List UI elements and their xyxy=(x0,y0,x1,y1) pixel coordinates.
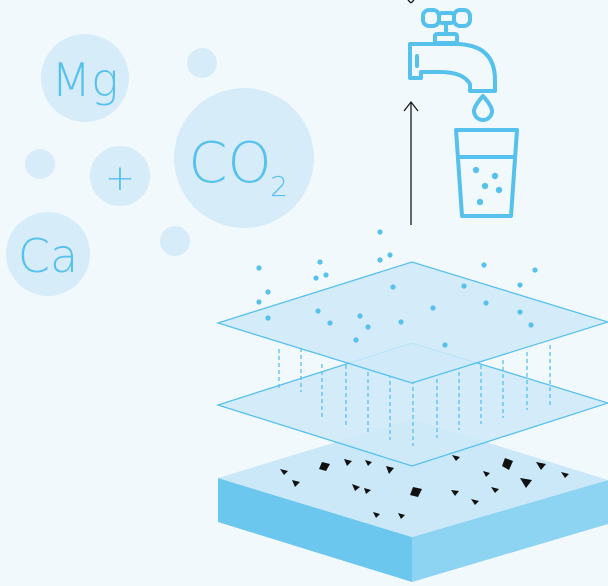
carbon-particles xyxy=(280,455,569,519)
arrow-up-icon xyxy=(403,100,419,225)
water-tap-icon xyxy=(408,8,497,93)
label-calcium: Ca xyxy=(18,229,78,283)
bubble-ca xyxy=(6,212,90,296)
bubble-co2 xyxy=(174,88,314,228)
bubble-small-3 xyxy=(160,226,190,256)
bubble-mg xyxy=(41,34,129,122)
label-magnesium: Mg xyxy=(51,53,118,107)
label-plus: + xyxy=(105,158,135,199)
label-carbon-dioxide-subscript: 2 xyxy=(270,170,288,203)
label-carbon-dioxide: CO xyxy=(188,131,271,196)
arrow-up-icon-top xyxy=(407,0,415,4)
bubble-small-1 xyxy=(187,48,217,78)
mineral-bubbles: Mg + CO 2 Ca xyxy=(6,34,314,296)
mineral-particles xyxy=(256,229,538,348)
bubble-plus xyxy=(90,146,150,206)
filtration-flow-lines xyxy=(278,345,551,446)
carbon-filter-base xyxy=(218,419,608,582)
water-drop-icon xyxy=(472,94,494,122)
bubble-small-2 xyxy=(25,149,55,179)
filter-membrane-top xyxy=(215,261,608,384)
water-glass-icon xyxy=(454,128,519,218)
